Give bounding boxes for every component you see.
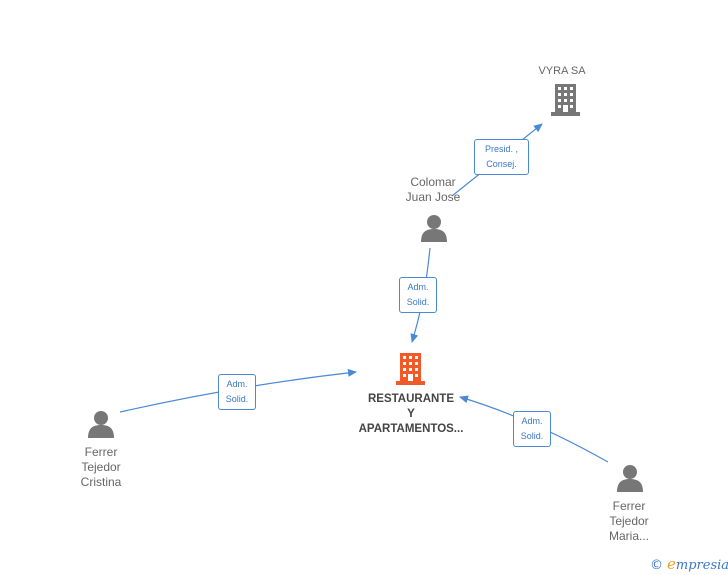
brand-footer: © empresia xyxy=(650,555,728,573)
building-icon[interactable] xyxy=(551,84,580,116)
node-label-ferrer-maria[interactable]: Ferrer Tejedor Maria... xyxy=(608,499,649,543)
node-label-colomar[interactable]: Colomar Juan Jose xyxy=(405,175,461,204)
brand-name: mpresia xyxy=(675,558,728,573)
relation-badge-adm-solid[interactable]: Adm. Solid. xyxy=(399,277,437,313)
person-icon[interactable] xyxy=(617,465,643,492)
node-label-restaurante[interactable]: RESTAURANTE Y APARTAMENTOS... xyxy=(358,393,464,435)
relation-badge-presid-consej[interactable]: Presid. , Consej. xyxy=(474,139,529,175)
node-label-ferrer-cristina[interactable]: Ferrer Tejedor Cristina xyxy=(80,445,122,489)
person-icon[interactable] xyxy=(88,411,114,438)
building-icon[interactable] xyxy=(396,353,425,385)
relation-badge-adm-solid[interactable]: Adm. Solid. xyxy=(513,411,551,447)
node-label-vyra[interactable]: VYRA SA xyxy=(538,65,586,77)
brand-initial: e xyxy=(667,555,676,573)
person-icon[interactable] xyxy=(421,215,447,242)
copyright-symbol: © xyxy=(650,558,663,573)
relation-badge-adm-solid[interactable]: Adm. Solid. xyxy=(218,374,256,410)
